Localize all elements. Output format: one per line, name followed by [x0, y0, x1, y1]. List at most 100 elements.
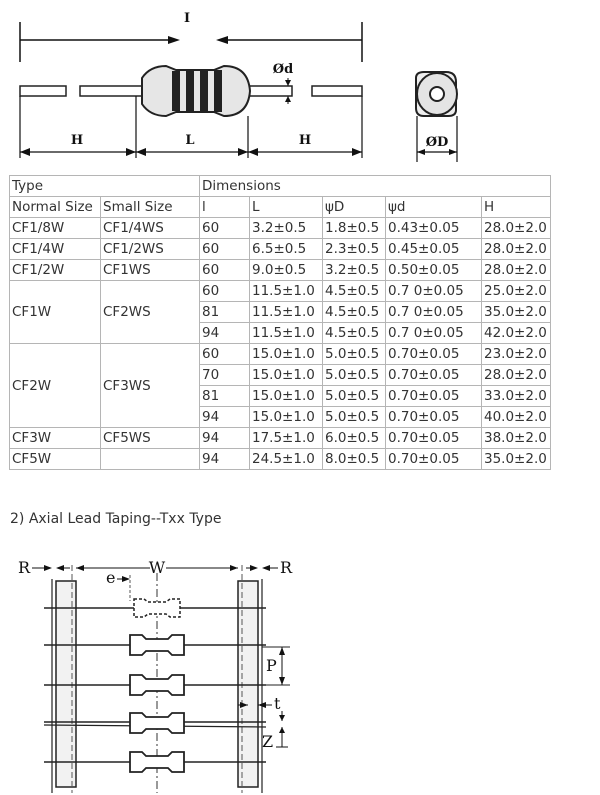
small-size-cell: CF1/4WS	[100, 217, 200, 239]
cell: 0.70±0.05	[385, 385, 482, 407]
cell: 5.0±0.5	[322, 343, 386, 365]
cell: 60	[199, 280, 250, 302]
cell: 0.43±0.05	[385, 217, 482, 239]
normal-size-cell: CF1/4W	[9, 238, 101, 260]
cell: 4.5±0.5	[322, 322, 386, 344]
table-row: CF2W CF3WS 60 15.0±1.0 5.0±0.5 0.70±0.05…	[9, 343, 551, 428]
table-row: 70 15.0±1.0 5.0±0.5 0.70±0.05 28.0±2.0	[10, 364, 551, 386]
small-size-cell	[100, 448, 200, 470]
cell: 28.0±2.0	[481, 364, 551, 386]
cell: 11.5±1.0	[249, 301, 323, 323]
cell: 28.0±2.0	[481, 259, 551, 281]
cell: 60	[199, 343, 250, 365]
cell: 15.0±1.0	[249, 364, 323, 386]
taped-resistor-row	[43, 712, 267, 734]
dimensions-table: Type Dimensions Normal Size Small Size l…	[9, 175, 551, 470]
cell: 5.0±0.5	[322, 364, 386, 386]
table-row: 81 15.0±1.0 5.0±0.5 0.70±0.05 33.0±2.0	[10, 385, 551, 407]
cell: 33.0±2.0	[481, 385, 551, 407]
cell: 17.5±1.0	[249, 427, 323, 449]
normal-size-cell: CF1/2W	[9, 259, 101, 281]
cell: 9.0±0.5	[249, 259, 323, 281]
overall-length-label: I	[184, 11, 190, 26]
cell: 28.0±2.0	[481, 217, 551, 239]
cell: 38.0±2.0	[481, 427, 551, 449]
label-Z: Z	[262, 732, 273, 751]
cell: 0.70±0.05	[385, 343, 482, 365]
table-subheader-row: Normal Size Small Size l L ψD ψd H	[9, 196, 551, 218]
table-header-row: Type Dimensions	[9, 175, 551, 197]
cell: 24.5±1.0	[249, 448, 323, 470]
header-col-H: H	[481, 196, 551, 218]
lead-diameter-label: Ød	[273, 62, 293, 77]
table-row: 94 11.5±1.0 4.5±0.5 0.7 0±0.05 42.0±2.0	[10, 322, 551, 344]
cell: 42.0±2.0	[481, 322, 551, 344]
cell: 94	[199, 406, 250, 428]
cell: 5.0±0.5	[322, 385, 386, 407]
lead-length-right-label: H	[299, 133, 311, 148]
cell: 6.0±0.5	[322, 427, 386, 449]
header-col-d: ψd	[385, 196, 482, 218]
header-col-l: l	[199, 196, 250, 218]
cell: 15.0±1.0	[249, 385, 323, 407]
header-small-size: Small Size	[100, 196, 200, 218]
cell: 94	[199, 448, 250, 470]
cell: 15.0±1.0	[249, 406, 323, 428]
cell: 1.8±0.5	[322, 217, 386, 239]
cell: 0.70±0.05	[385, 406, 482, 428]
cell: 35.0±2.0	[481, 448, 551, 470]
small-size-cell: CF5WS	[100, 427, 200, 449]
cell: 60	[199, 238, 250, 260]
label-t: t	[274, 694, 281, 713]
table-row: CF1/4W CF1/2WS 60 6.5±0.5 2.3±0.5 0.45±0…	[9, 238, 551, 260]
cell: 60	[199, 259, 250, 281]
table-row: CF5W 94 24.5±1.0 8.0±0.5 0.70±0.05 35.0±…	[9, 448, 551, 470]
cell: 3.2±0.5	[322, 259, 386, 281]
cell: 94	[199, 427, 250, 449]
axial-lead-taping-diagram: R W R e P t Z	[18, 558, 293, 793]
cell: 4.5±0.5	[322, 280, 386, 302]
resistor-dimension-diagram: I Ød H L H ØD	[19, 11, 458, 162]
normal-size-cell: CF5W	[9, 448, 101, 470]
cell: 3.2±0.5	[249, 217, 323, 239]
taped-resistor-row	[44, 751, 266, 773]
cell: 8.0±0.5	[322, 448, 386, 470]
table-row: CF3W CF5WS 94 17.5±1.0 6.0±0.5 0.70±0.05…	[9, 427, 551, 449]
normal-size-cell: CF3W	[9, 427, 101, 449]
label-P: P	[266, 656, 277, 675]
cell: 0.45±0.05	[385, 238, 482, 260]
small-size-cell: CF2WS	[100, 280, 200, 344]
header-normal-size: Normal Size	[9, 196, 101, 218]
cell: 28.0±2.0	[481, 238, 551, 260]
body-length-label: L	[185, 133, 194, 148]
cell: 0.7 0±0.05	[385, 301, 482, 323]
cell: 0.7 0±0.05	[385, 322, 482, 344]
cell: 11.5±1.0	[249, 322, 323, 344]
header-col-D: ψD	[322, 196, 386, 218]
header-dimensions: Dimensions	[199, 175, 551, 197]
cell: 2.3±0.5	[322, 238, 386, 260]
cell: 0.70±0.05	[385, 427, 482, 449]
cell: 25.0±2.0	[481, 280, 551, 302]
small-size-cell: CF3WS	[100, 343, 200, 428]
cell: 0.50±0.05	[385, 259, 482, 281]
table-row: CF1W CF2WS 60 11.5±1.0 4.5±0.5 0.7 0±0.0…	[9, 280, 551, 344]
label-e: e	[106, 568, 115, 587]
small-size-cell: CF1/2WS	[100, 238, 200, 260]
table-row: 94 15.0±1.0 5.0±0.5 0.70±0.05 40.0±2.0	[10, 406, 551, 428]
cell: 81	[199, 301, 250, 323]
normal-size-cell: CF1W	[9, 280, 101, 344]
cell: 40.0±2.0	[481, 406, 551, 428]
cell: 35.0±2.0	[481, 301, 551, 323]
taped-resistor-row	[44, 634, 266, 656]
header-col-L: L	[249, 196, 323, 218]
section-title-axial-lead-taping: 2) Axial Lead Taping--Txx Type	[10, 511, 222, 527]
cell: 11.5±1.0	[249, 280, 323, 302]
table-row: CF1/8W CF1/4WS 60 3.2±0.5 1.8±0.5 0.43±0…	[9, 217, 551, 239]
label-R-left: R	[18, 558, 31, 577]
cell: 4.5±0.5	[322, 301, 386, 323]
cell: 6.5±0.5	[249, 238, 323, 260]
cell: 23.0±2.0	[481, 343, 551, 365]
header-type: Type	[9, 175, 200, 197]
cell: 15.0±1.0	[249, 343, 323, 365]
